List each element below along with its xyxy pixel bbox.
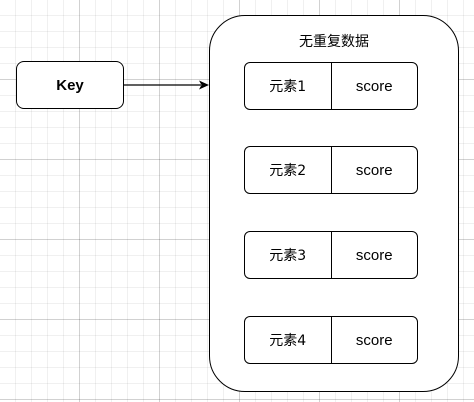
member-element: 元素4 (245, 317, 332, 363)
member-element: 元素2 (245, 147, 332, 193)
member-element: 元素3 (245, 232, 332, 278)
member-score: score (355, 161, 393, 179)
member-row-1[interactable]: 元素1 score (244, 62, 418, 110)
key-box[interactable]: Key (16, 61, 124, 109)
key-label: Key (56, 76, 84, 94)
container-title: 无重复数据 (299, 34, 369, 50)
member-row-2[interactable]: 元素2 score (244, 146, 418, 194)
member-row-4[interactable]: 元素4 score (244, 316, 418, 364)
member-row-3[interactable]: 元素3 score (244, 231, 418, 279)
member-score: score (355, 77, 393, 95)
member-score: score (355, 331, 393, 349)
sorted-set-container[interactable]: 无重复数据 元素1 score 元素2 score 元素3 score 元素4 … (209, 15, 459, 392)
member-score: score (355, 246, 393, 264)
member-element: 元素1 (245, 63, 332, 109)
